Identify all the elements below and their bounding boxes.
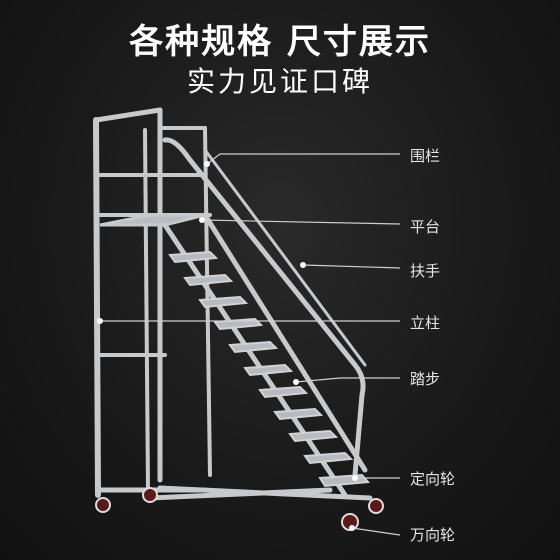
wheels (95, 487, 384, 531)
callout-fixed-wheel: 定向轮 (410, 470, 456, 488)
callout-guardrail: 围栏 (410, 147, 441, 165)
callout-swivel-wheel: 万向轮 (410, 526, 456, 544)
page-subtitle: 实力见证口碑 (186, 65, 373, 98)
leader-dots (97, 161, 358, 531)
page-title: 各种规格 尺寸展示 (129, 22, 431, 62)
callout-handrail: 扶手 (410, 262, 441, 280)
leader-lines (100, 153, 401, 536)
callout-platform: 平台 (410, 218, 441, 236)
callout-post: 立柱 (410, 314, 441, 332)
callout-step: 踏步 (410, 370, 441, 388)
stair-treads (168, 250, 371, 488)
